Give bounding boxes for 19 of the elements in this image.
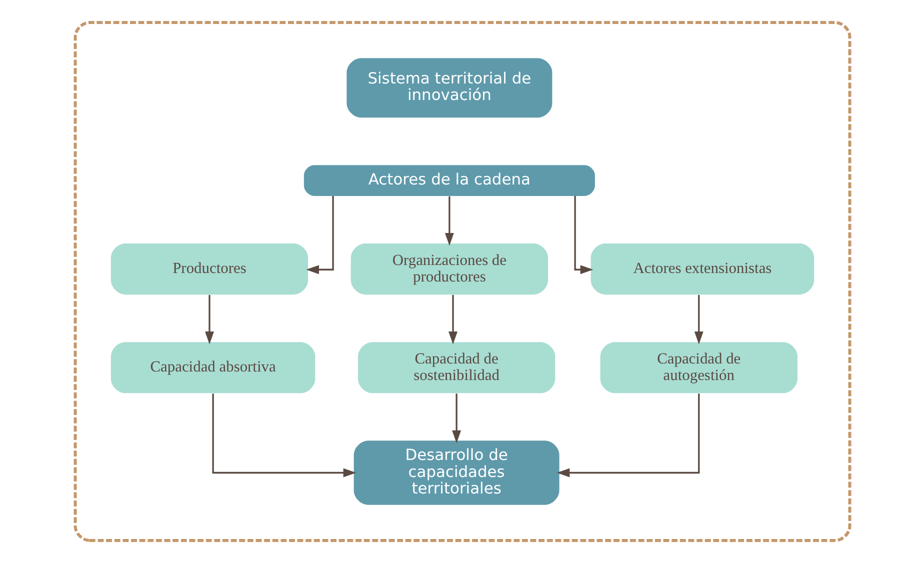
arrow: [694, 294, 703, 344]
arrow: [212, 394, 356, 478]
node-box: Actores de la cadena: [303, 165, 594, 196]
node-box: Productores: [110, 244, 308, 295]
arrow: [204, 294, 214, 344]
arrow: [306, 196, 334, 274]
arrow: [444, 196, 454, 246]
arrow: [556, 394, 700, 478]
node-box: Capacidad absortiva: [110, 342, 315, 394]
arrow: [448, 294, 457, 344]
node-box: Capacidad de sostenibilidad: [357, 342, 555, 394]
arrow: [574, 196, 593, 274]
node-box: Organizaciones de productores: [350, 244, 548, 295]
cluster: [73, 21, 851, 542]
arrow: [452, 394, 461, 444]
node-box: Capacidad de autogestión: [600, 342, 797, 394]
node-box: Sistema territorial de innovación: [346, 58, 552, 118]
node-box: Desarrollo de capacidades territoriales: [353, 440, 559, 505]
node-box: Actores extensionistas: [590, 244, 814, 295]
